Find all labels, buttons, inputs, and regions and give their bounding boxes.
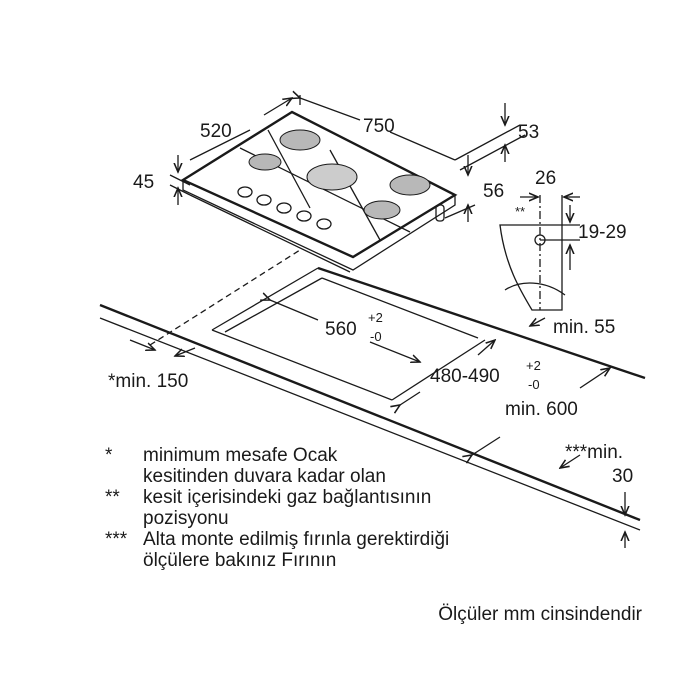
control-knobs [237,186,332,230]
footnote-mark: *** [105,529,128,550]
dim-min-150: *min. 150 [108,371,188,392]
footnote-line: minimum mesafe Ocak [143,445,338,466]
tolerance-plus: +2 [526,358,541,373]
dim-53: 53 [518,122,539,143]
dimension-lines [129,95,625,548]
units-note: Ölçüler mm cinsindendir [438,604,642,625]
dim-min-600: min. 600 [505,399,578,420]
tolerance-minus: -0 [528,377,540,392]
burner-icon [279,129,321,151]
footnote-line: pozisyonu [143,508,229,529]
dim-19-29: 19-29 [578,222,627,243]
tolerance-plus: +2 [368,310,383,325]
tolerance-minus: -0 [370,329,382,344]
dim-min-55: min. 55 [553,317,615,338]
dim-min-30-label: ***min. [565,442,623,463]
countertop [99,249,646,531]
footnote-mark: * [105,445,113,466]
dimension-labels: 750 520 45 53 56 26 ** 19-29 min. 55 560… [108,116,633,487]
dim-26: 26 [535,168,556,189]
burner-icon [389,174,431,196]
dim-min-30-value: 30 [612,466,633,487]
dim-height: 45 [133,172,154,193]
gas-connection-mark: ** [515,204,525,219]
dim-cutout-560: 560 [325,319,357,340]
burner-icon [306,163,358,191]
footnote-mark: ** [105,487,120,508]
footnote-line: kesitinden duvara kadar olan [143,466,386,487]
burner-icon [248,153,282,171]
footnote: *** Alta monte edilmiş fırınla gerektird… [105,529,449,571]
burner-icon [363,200,401,220]
gas-hob [180,110,458,273]
footnote-line: kesit içerisindeki gaz bağlantısının [143,487,432,508]
footnote-line: ölçülere bakınız Fırının [143,550,337,571]
footnote-line: Alta monte edilmiş fırınla gerektirdiği [143,529,450,550]
dim-depth: 520 [200,121,232,142]
dim-56: 56 [483,181,504,202]
dim-width: 750 [363,116,395,137]
dim-cutout-480-490: 480-490 [430,366,500,387]
